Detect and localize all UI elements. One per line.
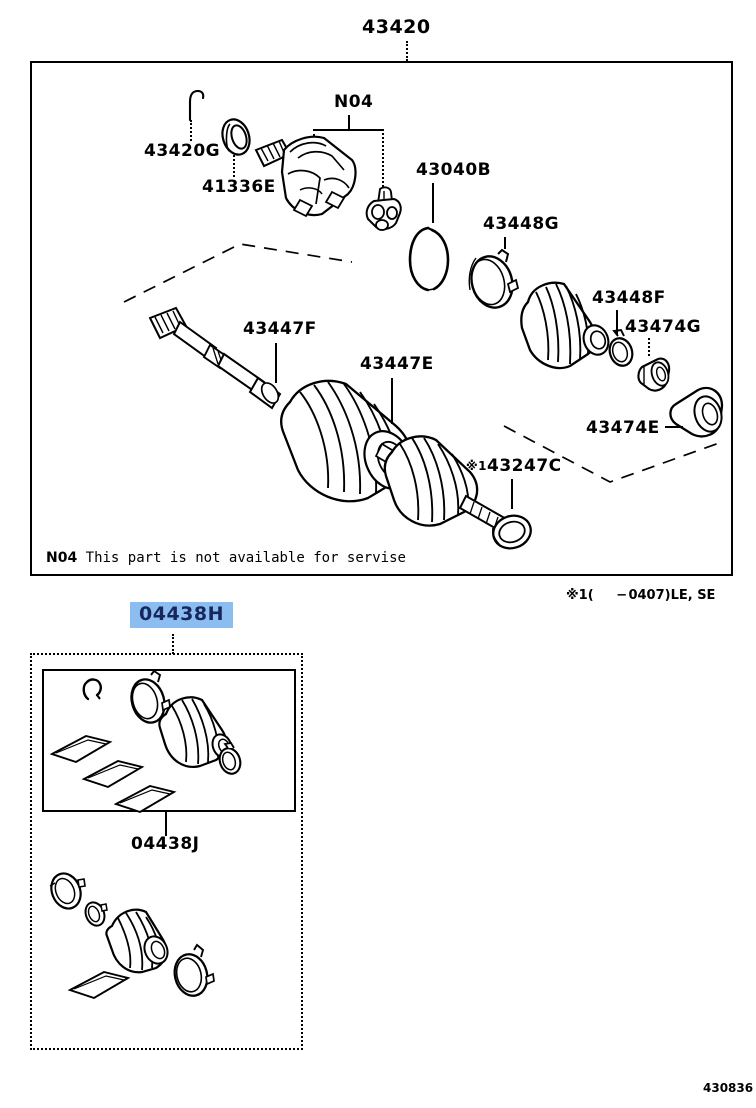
footnote-marker: ※1 — [566, 588, 588, 603]
art-sleeve-43474g — [634, 353, 674, 395]
art-lower-kit-clamp-ring — [168, 943, 216, 1000]
art-boot-clamp-43448g — [462, 246, 526, 314]
leader-43447e — [391, 378, 393, 424]
leader-43040b — [432, 183, 434, 223]
part-label-43447f: 43447F — [243, 319, 317, 339]
art-drive-shaft — [146, 304, 326, 424]
footnote-text: ( − 0407)LE, SE — [587, 588, 716, 603]
n04-bracket-top — [313, 129, 383, 131]
art-kit-boot — [156, 690, 240, 768]
service-note: N04 This part is not available for servi… — [46, 550, 406, 566]
leader-41336e — [233, 155, 235, 177]
leader-43247c — [511, 479, 513, 509]
footnote-line: ※1( − 0407)LE, SE — [566, 588, 715, 603]
part-label-43420g: 43420G — [144, 141, 221, 161]
part-label-43448g: 43448G — [483, 214, 560, 234]
leader-43474g — [648, 338, 650, 356]
art-kit-grease-packet-1 — [49, 732, 113, 766]
part-label-43474g: 43474G — [625, 317, 702, 337]
leader-43420g — [190, 120, 192, 141]
n04-bracket-stem — [348, 115, 350, 129]
leader-04438h — [172, 634, 174, 654]
art-kit-grease-packet-2 — [81, 757, 145, 791]
part-label-43474e: 43474E — [586, 418, 660, 438]
group-title-leader — [406, 41, 408, 61]
art-boot-cap-43474e — [666, 382, 728, 444]
group-title-43420: 43420 — [362, 16, 431, 38]
art-kit-clamp-large — [124, 669, 172, 727]
art-kit-snap-ring — [80, 677, 106, 705]
art-inboard-joint-housing — [252, 128, 372, 228]
art-lower-kit-boot — [104, 904, 176, 974]
service-note-code: N04 — [46, 550, 78, 566]
leader-43448f — [616, 310, 618, 335]
art-lower-kit-grease-packet — [67, 968, 131, 1002]
art-kit-grease-packet-3 — [113, 782, 177, 816]
art-snap-ring-43420g — [176, 88, 210, 124]
part-label-41336e: 41336E — [202, 177, 276, 197]
art-oil-seal-43247c — [487, 508, 537, 556]
service-note-text: This part is not available for servise — [85, 550, 406, 566]
part-label-04438j: 04438J — [131, 834, 200, 854]
leader-43448g — [504, 237, 506, 249]
bracket-label-n04: N04 — [334, 92, 374, 112]
art-inboard-boot — [512, 278, 620, 374]
art-tripod-spider — [360, 185, 408, 239]
art-ring-41336e — [216, 115, 256, 159]
part-label-43447e: 43447E — [360, 354, 434, 374]
part-label-43448f: 43448F — [592, 288, 666, 308]
repair-kit-inner-box — [42, 669, 296, 812]
leader-43474e — [665, 426, 683, 428]
art-kit-clamp-small — [216, 742, 246, 776]
diagram-reference-number: 430836 — [703, 1081, 754, 1095]
repair-kit-outer-box — [30, 653, 303, 1050]
art-dashed-guide-lower — [500, 420, 726, 490]
part-label-43247c: ※143247C — [466, 456, 562, 476]
n04-bracket-right-drop — [382, 129, 384, 219]
asterisk-mark-1: ※1 — [466, 459, 488, 473]
part-label-43247c-text: 43247C — [487, 456, 562, 476]
main-assembly-box — [30, 61, 733, 576]
highlighted-part-label-04438h[interactable]: 04438H — [130, 602, 234, 628]
art-lower-kit-clamp-small — [82, 897, 110, 929]
art-dashed-guide-upper — [120, 240, 360, 306]
leader-04438j — [165, 812, 167, 836]
leader-43447f — [275, 343, 277, 383]
part-label-43040b: 43040B — [416, 160, 492, 180]
art-lower-kit-clamp-large — [46, 868, 88, 914]
art-circlip-43040b — [406, 222, 454, 294]
